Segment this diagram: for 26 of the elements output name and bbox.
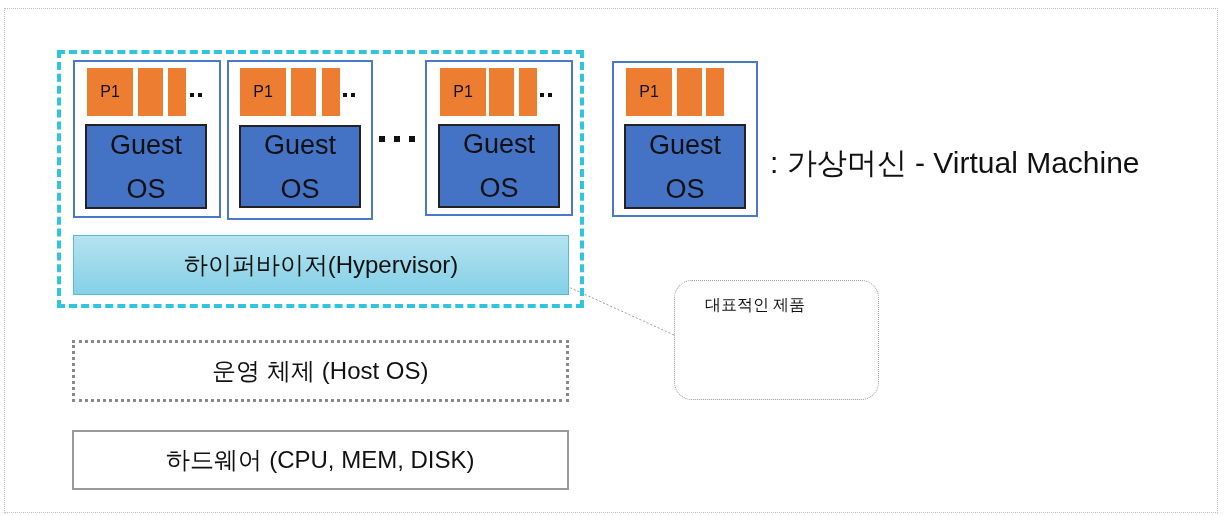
virtualization-area	[57, 50, 584, 308]
guest-os-box: Guest OS	[239, 125, 361, 208]
virtual-machine-box	[425, 60, 573, 216]
process-block: P1	[626, 68, 672, 116]
guest-os-box: Guest OS	[438, 124, 560, 208]
virtual-machine-box	[73, 60, 221, 218]
virtual-machine-box	[227, 60, 373, 220]
guest-os-box: Guest OS	[85, 124, 207, 209]
process-block: P1	[240, 68, 286, 116]
process-block	[322, 68, 340, 116]
hardware-layer: 하드웨어 (CPU, MEM, DISK)	[72, 430, 569, 490]
process-block	[677, 68, 702, 116]
callout-bubble: 대표적인 제품	[674, 280, 879, 400]
host-os-layer: 운영 체제 (Host OS)	[72, 340, 569, 402]
process-block	[138, 68, 163, 116]
process-block: P1	[87, 68, 133, 116]
process-block	[168, 68, 186, 116]
process-block: P1	[440, 68, 486, 116]
process-block	[291, 68, 316, 116]
guest-os-box: Guest OS	[624, 124, 746, 209]
process-block	[489, 68, 514, 116]
virtual-machine-box	[612, 61, 758, 217]
caption-text: : 가상머신 - Virtual Machine	[770, 145, 1140, 181]
process-block	[706, 68, 724, 116]
hypervisor-layer: 하이퍼바이저(Hypervisor)	[73, 235, 569, 295]
process-block	[519, 68, 537, 116]
